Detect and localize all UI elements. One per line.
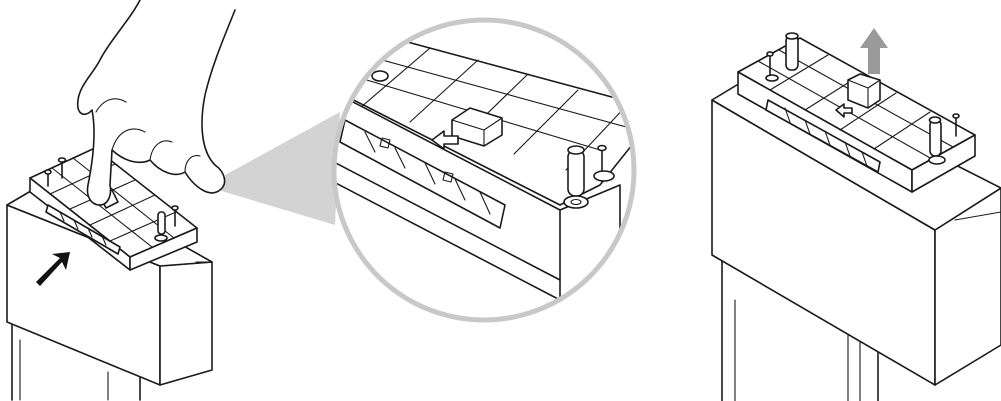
zoom-panel (331, 17, 637, 323)
lift-up-arrow (860, 28, 888, 74)
left-panel (6, 0, 236, 401)
zoom-vent (339, 119, 506, 229)
left-pins (44, 157, 179, 242)
zoom-beam (205, 112, 340, 225)
right-top-block (737, 32, 976, 193)
right-slider-tab (847, 73, 881, 109)
left-top-block (29, 147, 198, 271)
slide-left-arrow (431, 130, 459, 150)
zoom-pins (371, 70, 615, 209)
hand-icon (76, 0, 236, 206)
zoom-ring (331, 17, 637, 323)
right-panel (711, 28, 1001, 401)
push-right-arrow (36, 252, 70, 286)
zoom-content (336, 39, 632, 301)
right-pins (765, 32, 960, 165)
